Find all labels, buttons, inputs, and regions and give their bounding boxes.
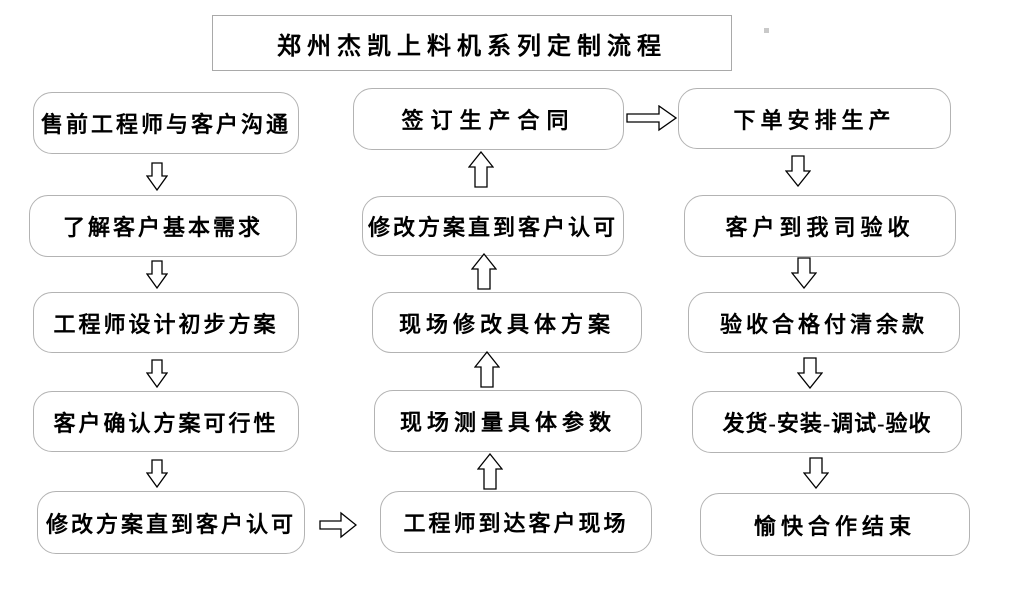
flow-step-ship-install-debug-accept: 发货-安装-调试-验收 (692, 391, 962, 453)
flow-step-understand-needs: 了解客户基本需求 (29, 195, 297, 257)
flowchart-title: 郑州杰凯上料机系列定制流程 (212, 15, 732, 71)
flow-step-customer-inspect: 客户到我司验收 (684, 195, 956, 257)
flow-step-engineer-arrive-site: 工程师到达客户现场 (380, 491, 652, 553)
flow-step-presales-communicate: 售前工程师与客户沟通 (33, 92, 299, 154)
down-arrow-icon (146, 359, 168, 388)
flow-step-sign-contract: 签订生产合同 (353, 88, 624, 150)
up-arrow-icon (468, 151, 494, 188)
down-arrow-icon (146, 260, 168, 289)
down-arrow-icon (785, 155, 811, 187)
flow-step-onsite-modify-plan: 现场修改具体方案 (372, 292, 642, 353)
right-arrow-icon (626, 105, 677, 132)
up-arrow-icon (474, 351, 500, 388)
flow-step-confirm-feasibility: 客户确认方案可行性 (33, 391, 299, 452)
up-arrow-icon (471, 253, 497, 290)
stray-dot-mark (764, 28, 769, 33)
down-arrow-icon (797, 357, 823, 389)
down-arrow-icon (146, 459, 168, 488)
down-arrow-icon (803, 457, 829, 489)
right-arrow-icon (319, 511, 357, 539)
down-arrow-icon (791, 257, 817, 289)
flow-step-initial-design: 工程师设计初步方案 (33, 292, 299, 353)
flow-step-revise-until-approved-2: 修改方案直到客户认可 (362, 196, 624, 256)
flow-step-revise-until-approved: 修改方案直到客户认可 (37, 491, 305, 554)
flow-step-onsite-measure-params: 现场测量具体参数 (374, 390, 642, 452)
up-arrow-icon (477, 453, 503, 490)
flow-step-place-order-production: 下单安排生产 (678, 88, 951, 149)
flow-step-pay-balance: 验收合格付清余款 (688, 292, 960, 353)
flow-step-happy-cooperation-end: 愉快合作结束 (700, 493, 970, 556)
down-arrow-icon (146, 162, 168, 191)
